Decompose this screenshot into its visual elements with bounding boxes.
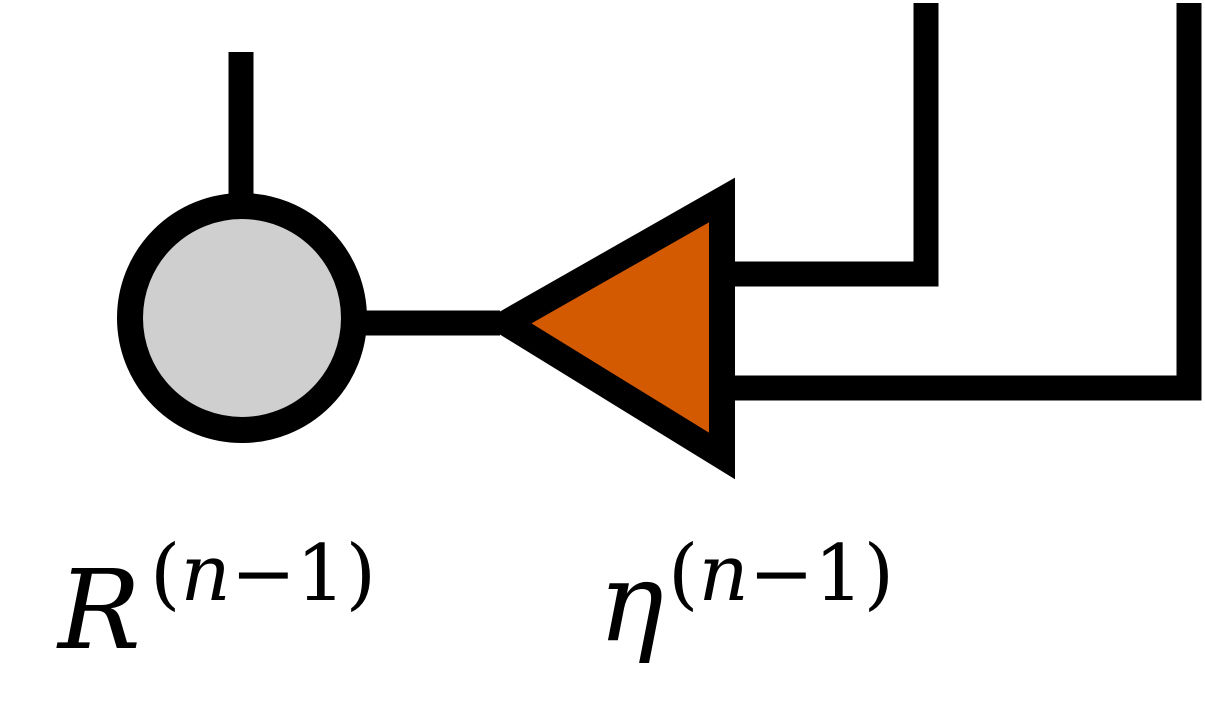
eta-sup-open: (: [668, 529, 698, 619]
r-sup-var: n: [180, 529, 230, 619]
eta-upper-leg: [728, 3, 939, 287]
eta-tensor-label: η: [598, 538, 664, 666]
r-sup-open: (: [150, 529, 180, 619]
r-sup-rest: −1): [231, 529, 376, 619]
eta-sup-rest: −1): [749, 529, 894, 619]
r-tensor-superscript: (n−1): [150, 529, 376, 619]
eta-tensor-node: [480, 177, 735, 480]
eta-sup-var: n: [698, 529, 748, 619]
r-tensor-node: [117, 193, 367, 443]
eta-lower-leg: [728, 3, 1202, 401]
r-tensor-label: R: [56, 546, 141, 674]
eta-tensor-superscript: (n−1): [668, 529, 894, 619]
